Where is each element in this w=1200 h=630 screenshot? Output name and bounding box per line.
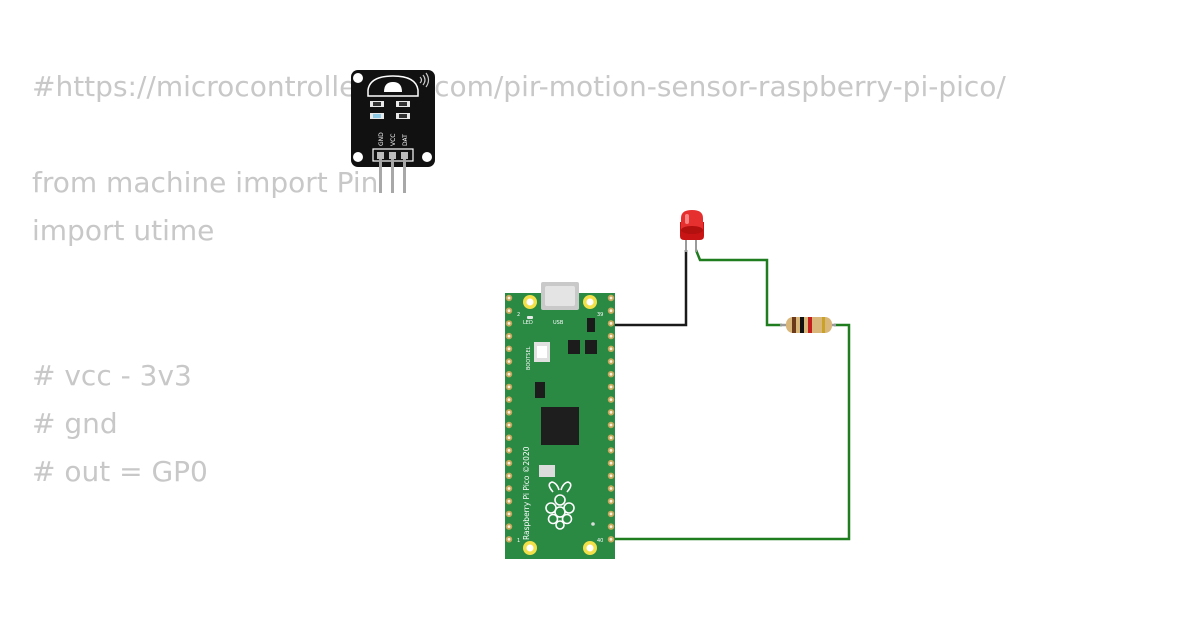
pir-pin-gnd[interactable] <box>379 159 382 193</box>
gpio-pad-hole <box>507 512 511 516</box>
pin-label-2: 2 <box>517 312 520 318</box>
wire-resistor-to-gnd[interactable] <box>602 323 851 541</box>
usb-label: USB <box>553 320 564 326</box>
signal-wave-icon <box>419 76 423 84</box>
wire-led-to-pico[interactable] <box>602 250 688 327</box>
gpio-pad-hole <box>609 449 613 452</box>
resistor-band-2 <box>800 317 804 333</box>
gpio-pad-hole <box>609 410 613 414</box>
gpio-pad-hole <box>609 423 613 427</box>
pico-gpio-pads[interactable] <box>505 294 615 543</box>
gpio-pad-hole <box>609 499 613 503</box>
gpio-pad-hole <box>507 410 511 414</box>
gpio-pad-hole <box>609 385 613 389</box>
raspberry-pi-pico[interactable]: 2 39 LED USB BOOTSEL Raspberry Pi Pico ©… <box>505 282 615 559</box>
gpio-pad-hole <box>609 334 613 338</box>
onboard-led <box>527 316 533 319</box>
gpio-pad-hole <box>609 512 613 516</box>
code-comment-out: # out = GP0 <box>32 455 208 488</box>
pir-pin-label-gnd: GND <box>378 132 385 146</box>
mount-hole-icon <box>353 73 363 83</box>
resistor-band-3 <box>808 317 812 333</box>
gpio-pad-hole <box>507 372 511 376</box>
gpio-pad-hole <box>609 347 613 351</box>
led-label: LED <box>523 320 533 326</box>
code-comment-url: #https://microcontrollerslab.com/pir-mot… <box>32 70 1006 103</box>
gpio-pad-hole <box>507 347 511 351</box>
wire-led-to-resistor[interactable] <box>694 249 782 327</box>
pir-sensor[interactable]: GND VCC DAT <box>351 70 435 193</box>
gpio-pad-hole <box>507 309 511 313</box>
pir-pin-label-dat: DAT <box>402 134 409 146</box>
mount-hole-icon <box>422 152 432 162</box>
gpio-pad-hole <box>507 423 511 427</box>
gpio-pad-hole <box>507 525 511 528</box>
gpio-pad-hole <box>507 360 511 363</box>
resistor-band-1 <box>792 317 796 333</box>
pir-pin-label-vcc: VCC <box>390 134 397 146</box>
gpio-pad-hole <box>609 360 613 363</box>
pin-label-40: 40 <box>597 538 603 544</box>
gpio-pad-hole <box>609 487 613 490</box>
gpio-pad-hole <box>507 499 511 503</box>
gpio-pad-hole <box>507 436 511 440</box>
bootsel-label: BOOTSEL <box>526 346 532 370</box>
gpio-pad-hole <box>609 537 613 541</box>
board-silkscreen: Raspberry Pi Pico ©2020 <box>522 446 531 540</box>
gpio-pad-hole <box>507 398 511 401</box>
pir-pin-vcc[interactable] <box>391 159 394 193</box>
gpio-pad-hole <box>507 296 511 300</box>
pin-label-1: 1 <box>517 538 520 544</box>
gpio-pad-hole <box>507 487 511 490</box>
raspberry-logo-icon <box>545 481 575 530</box>
gpio-pad-hole <box>507 461 511 465</box>
gpio-pad-hole <box>609 322 613 325</box>
resistor[interactable] <box>780 317 836 333</box>
rp2040-chip <box>541 407 579 445</box>
gpio-pad-hole <box>609 436 613 440</box>
mount-hole-icon <box>353 152 363 162</box>
resistor-band-4 <box>822 317 825 333</box>
code-import-utime: import utime <box>32 214 215 247</box>
gpio-pad-hole <box>609 525 613 528</box>
gpio-pad-hole <box>609 309 613 313</box>
gpio-pad-hole <box>609 372 613 376</box>
gpio-pad-hole <box>507 474 511 478</box>
gpio-pad-hole <box>507 385 511 389</box>
pir-pin-dat[interactable] <box>403 159 406 193</box>
gpio-pad-hole <box>609 296 613 300</box>
gpio-pad-hole <box>507 334 511 338</box>
gpio-pad-hole <box>609 461 613 465</box>
gpio-pad-hole <box>609 474 613 478</box>
code-import-pin: from machine import Pin <box>32 166 379 199</box>
gpio-pad-hole <box>507 322 511 325</box>
pin-label-39: 39 <box>597 312 603 318</box>
gpio-pad-hole <box>507 449 511 452</box>
gpio-pad-hole <box>507 537 511 541</box>
code-comment-vcc: # vcc - 3v3 <box>32 359 192 392</box>
code-comment-gnd: # gnd <box>32 407 118 440</box>
gpio-pad-hole <box>609 398 613 401</box>
red-led[interactable] <box>680 210 704 252</box>
